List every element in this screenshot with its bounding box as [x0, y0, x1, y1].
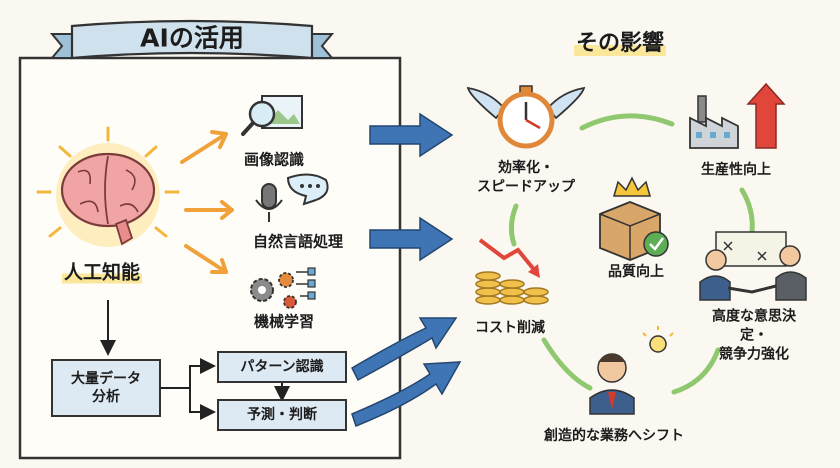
impact-title: その影響	[573, 31, 667, 56]
person-lightbulb-icon	[589, 326, 674, 415]
prediction-box	[217, 399, 347, 431]
branch-machine-learning: 機械学習	[253, 312, 315, 331]
data-analysis-label: 大量データ 分析	[71, 370, 141, 405]
blue-arrows	[351, 112, 462, 427]
stopwatch-wings-icon	[466, 85, 586, 149]
impact-cost: コスト削減	[475, 320, 545, 336]
magnifier-image-icon	[241, 95, 303, 136]
data-analysis-box	[51, 359, 161, 417]
factory-growth-icon	[689, 82, 786, 149]
gears-network-icon	[250, 267, 316, 309]
ai-main-label: 人工知能	[61, 261, 143, 284]
impact-shift: 創造的な業務へシフト	[544, 428, 684, 444]
impact-quality: 品質向上	[608, 264, 664, 280]
brain-icon	[36, 126, 180, 247]
cycle-links	[508, 113, 755, 395]
pattern-recognition-label: パターン認識	[240, 359, 324, 375]
branch-nlp: 自然言語処理	[252, 232, 344, 251]
orange-arrows	[180, 130, 234, 274]
handshake-icon	[699, 231, 807, 301]
coins-down-arrow-icon	[475, 238, 549, 305]
pattern-box	[217, 351, 347, 383]
package-check-crown-icon	[599, 176, 669, 261]
impact-efficiency: 効率化・ スピードアップ	[477, 160, 575, 195]
title-ribbon	[49, 19, 335, 60]
microphone-speech-icon	[255, 173, 329, 222]
prediction-label: 予測・判断	[247, 407, 317, 423]
branch-image-recognition: 画像認識	[243, 150, 305, 169]
main-title: AIの活用	[140, 23, 244, 53]
impact-productivity: 生産性向上	[701, 162, 771, 178]
impact-decision: 高度な意思決定・ 競争力強化	[712, 308, 796, 363]
